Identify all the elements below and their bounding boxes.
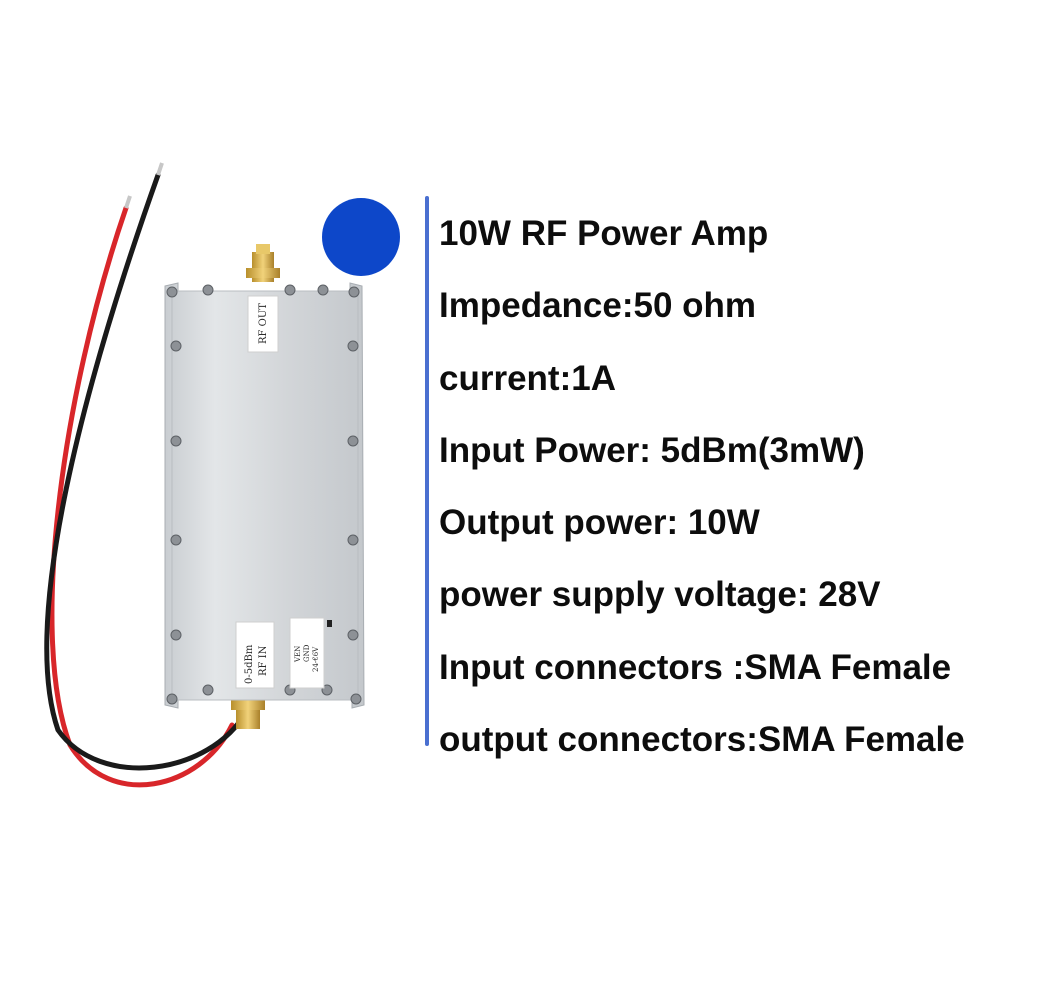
spec-list: 10W RF Power Amp Impedance:50 ohm curren… <box>439 208 965 786</box>
red-wire <box>49 205 235 788</box>
spec-title: 10W RF Power Amp <box>439 214 769 253</box>
spec-impedance: Impedance:50 ohm <box>439 286 757 326</box>
spec-supply-voltage: power supply voltage: 28V <box>439 575 881 615</box>
rf-in-label: 0-5dBm RF IN <box>235 621 275 689</box>
amplifier-housing <box>164 282 365 709</box>
spec-output-connectors: output connectors:SMA Female <box>439 720 965 760</box>
rf-in-text-2: RF IN <box>258 645 269 676</box>
power-text-3: 24-€6V <box>312 646 320 672</box>
black-wire-tip <box>156 162 164 176</box>
power-text-1: VEN <box>294 646 302 663</box>
power-text-2: GND <box>303 644 311 662</box>
red-wire-tip <box>124 195 132 209</box>
screw-set <box>166 284 362 705</box>
vertical-divider <box>425 196 429 746</box>
power-label: VEN GND 24-€6V <box>289 617 332 689</box>
black-wire <box>44 172 249 771</box>
rf-out-label: RF OUT <box>247 295 279 353</box>
spec-current: current:1A <box>439 358 616 398</box>
spec-input-connectors: Input connectors :SMA Female <box>439 647 952 687</box>
rf-in-text-1: 0-5dBm <box>244 644 255 684</box>
input-sma-connector <box>231 695 265 729</box>
rf-out-text: RF OUT <box>258 303 269 344</box>
blue-circle-icon <box>322 198 400 276</box>
spec-input-power: Input Power: 5dBm(3mW) <box>439 430 865 470</box>
amplifier-photo: RF OUT 0-5dBm RF IN VEN GND 24-€6V <box>44 162 365 788</box>
spec-output-power: Output power: 10W <box>439 503 760 543</box>
output-sma-connector <box>246 244 280 282</box>
